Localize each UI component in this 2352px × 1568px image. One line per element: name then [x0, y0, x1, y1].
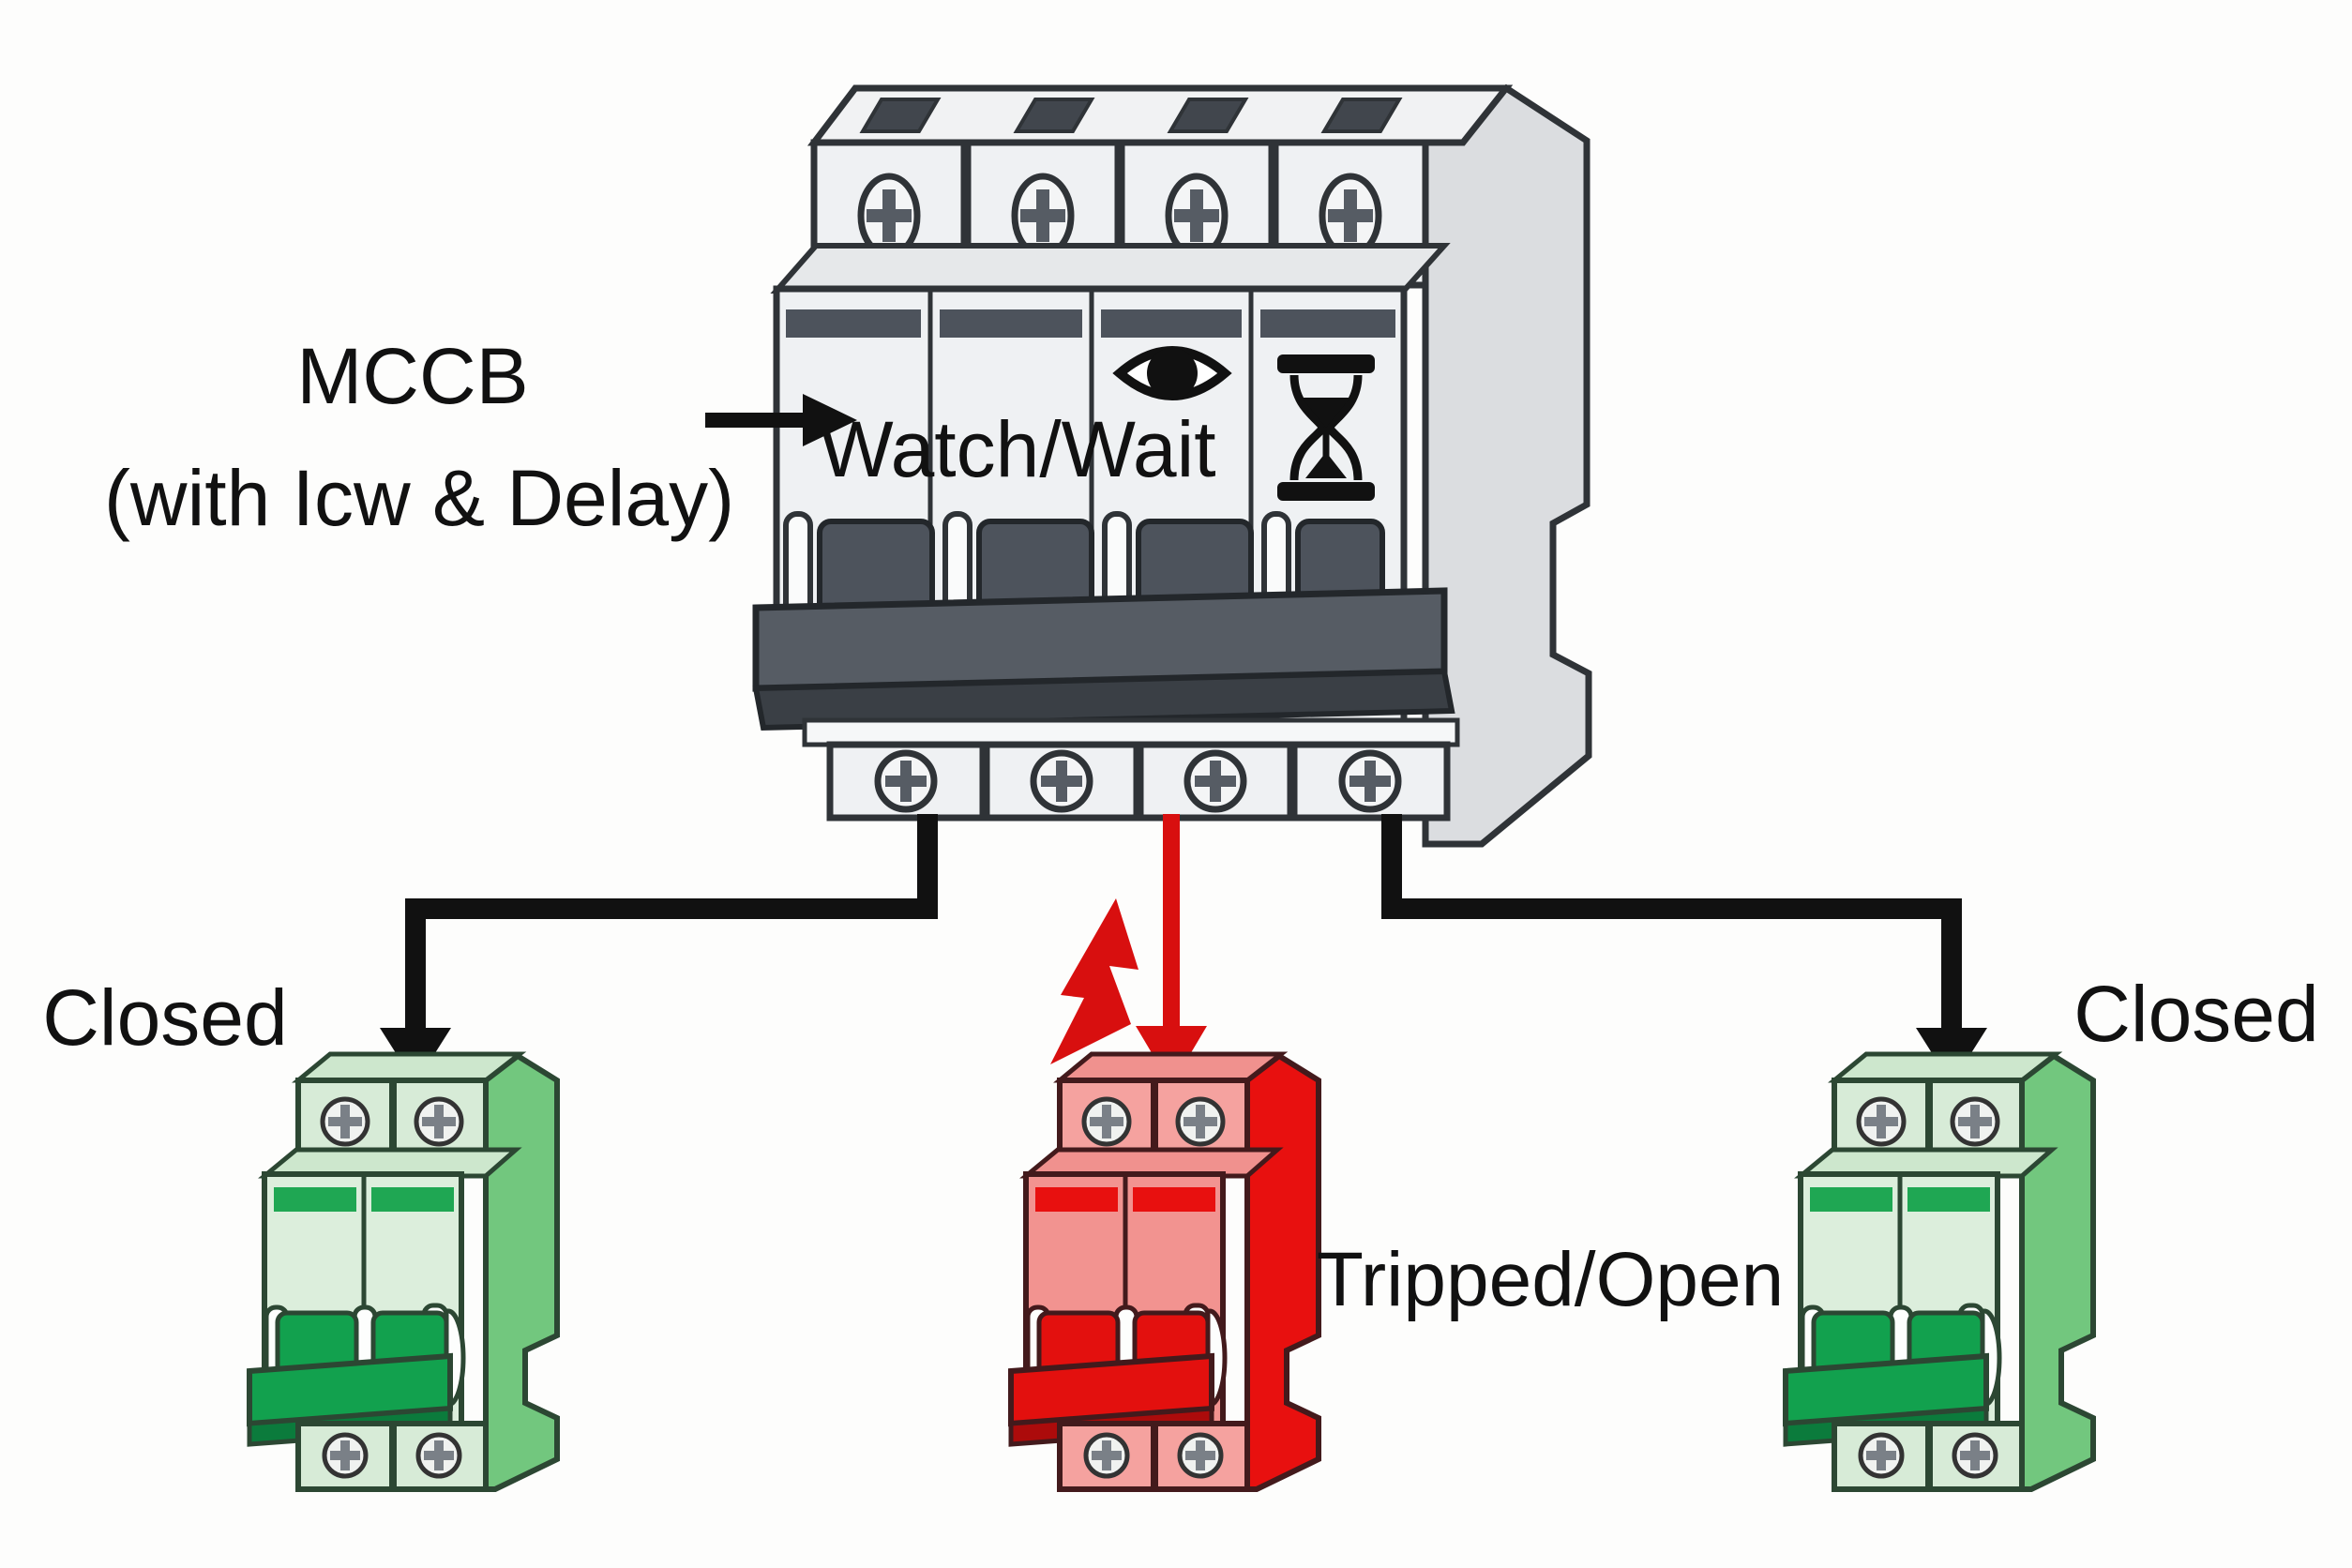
breaker-closed-left: [249, 1054, 557, 1489]
mccb-face-text: Watch/Wait: [819, 405, 1215, 493]
mccb-tie-bar-lip: [752, 668, 1455, 731]
mccb-bottom-screws: [874, 749, 1402, 813]
mccb-top-screws: [857, 173, 1382, 259]
mccb-roof-slots: [859, 98, 1403, 133]
breaker-tripped: [1011, 1054, 1319, 1489]
eye-icon: [1112, 346, 1232, 400]
mccb-side-panel: [1422, 83, 1592, 848]
mccb-lower-sliver: [802, 717, 1460, 747]
mccb-label-line1: MCCB: [296, 332, 528, 420]
wire-right: [1381, 814, 1962, 1032]
state-label-middle: Tripped/Open: [1317, 1237, 1784, 1322]
mccb-label-line2: (with Icw & Delay): [104, 454, 734, 542]
mccb-breaker: Watch/Wait: [752, 83, 1592, 848]
state-label-right: Closed: [2073, 970, 2318, 1058]
mccb-pole-stripes: [786, 309, 1395, 338]
mccb-shoulder: [770, 243, 1451, 294]
breaker-closed-right: [1786, 1054, 2093, 1489]
mccb-label: MCCB (with Icw & Delay): [104, 332, 734, 542]
label-arrow: [705, 394, 857, 446]
lightning-bolt-icon: [1050, 898, 1138, 1064]
arrowhead: [803, 394, 857, 446]
hourglass-icon: [1277, 354, 1375, 501]
wire-left: [405, 814, 938, 1032]
state-label-left: Closed: [42, 973, 287, 1062]
